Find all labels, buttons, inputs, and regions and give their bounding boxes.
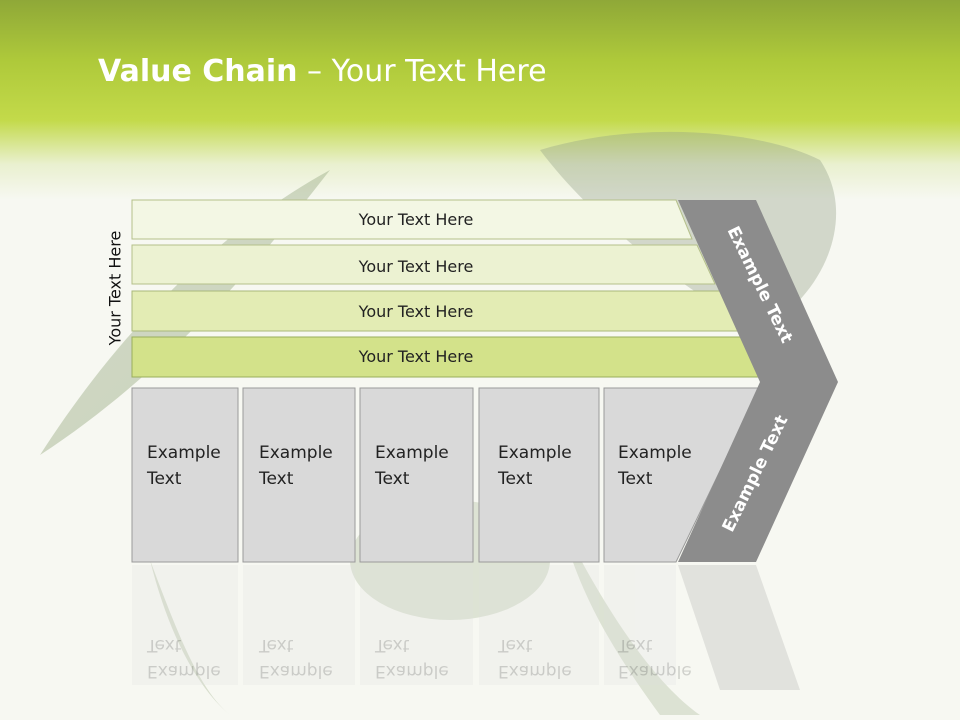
column-text-reflection-1: Example Text bbox=[147, 632, 221, 684]
bar-shape bbox=[131, 244, 716, 285]
column-box-2 bbox=[242, 387, 356, 563]
column-line2: Text bbox=[147, 469, 182, 489]
bar-label: Your Text Here bbox=[358, 257, 474, 276]
title-rest: – Your Text Here bbox=[297, 54, 547, 89]
column-text-5: Example Text bbox=[618, 440, 692, 492]
page-title: Value Chain – Your Text Here bbox=[98, 54, 547, 89]
column-line2: Text bbox=[498, 469, 533, 489]
reflection-line2: Text bbox=[375, 635, 410, 655]
reflection-line2: Text bbox=[147, 635, 182, 655]
reflection-line1: Example bbox=[498, 661, 572, 681]
title-bold: Value Chain bbox=[98, 54, 298, 89]
column-text-reflection-2: Example Text bbox=[259, 632, 333, 684]
column-box-4 bbox=[478, 387, 600, 563]
column-text-4: Example Text bbox=[498, 440, 572, 492]
bar-label: Your Text Here bbox=[358, 347, 474, 366]
column-text-reflection-4: Example Text bbox=[498, 632, 572, 684]
bar-row-1: Your Text Here bbox=[131, 199, 693, 240]
column-text-2: Example Text bbox=[259, 440, 333, 492]
column-line2: Text bbox=[259, 469, 294, 489]
column-text-3: Example Text bbox=[375, 440, 449, 492]
columns-reflection bbox=[132, 565, 676, 685]
header-band bbox=[0, 0, 960, 200]
bar-shape bbox=[131, 199, 693, 240]
column-line2: Text bbox=[618, 469, 653, 489]
chevron-arrow bbox=[678, 200, 838, 562]
column-line2: Text bbox=[375, 469, 410, 489]
reflection-line1: Example bbox=[147, 661, 221, 681]
reflection-line2: Text bbox=[498, 635, 533, 655]
column-box-3 bbox=[359, 387, 474, 563]
chevron-reflection bbox=[678, 565, 800, 690]
bar-label: Your Text Here bbox=[358, 210, 474, 229]
bar-row-2: Your Text Here bbox=[131, 244, 716, 285]
column-text-reflection-5: Example Text bbox=[618, 632, 692, 684]
reflection-line1: Example bbox=[375, 661, 449, 681]
bar-row-3: Your Text Here bbox=[131, 290, 740, 332]
column-line1: Example bbox=[498, 443, 572, 463]
bar-row-4: Your Text Here bbox=[131, 336, 765, 378]
reflection-line2: Text bbox=[259, 635, 294, 655]
reflection-line1: Example bbox=[259, 661, 333, 681]
bar-label: Your Text Here bbox=[358, 302, 474, 321]
column-line1: Example bbox=[259, 443, 333, 463]
column-text-reflection-3: Example Text bbox=[375, 632, 449, 684]
column-box-1 bbox=[131, 387, 239, 563]
reflection-line2: Text bbox=[618, 635, 653, 655]
reflection-line1: Example bbox=[618, 661, 692, 681]
column-line1: Example bbox=[618, 443, 692, 463]
column-box-5 bbox=[603, 387, 761, 563]
column-line1: Example bbox=[147, 443, 221, 463]
column-text-1: Example Text bbox=[147, 440, 221, 492]
column-line1: Example bbox=[375, 443, 449, 463]
